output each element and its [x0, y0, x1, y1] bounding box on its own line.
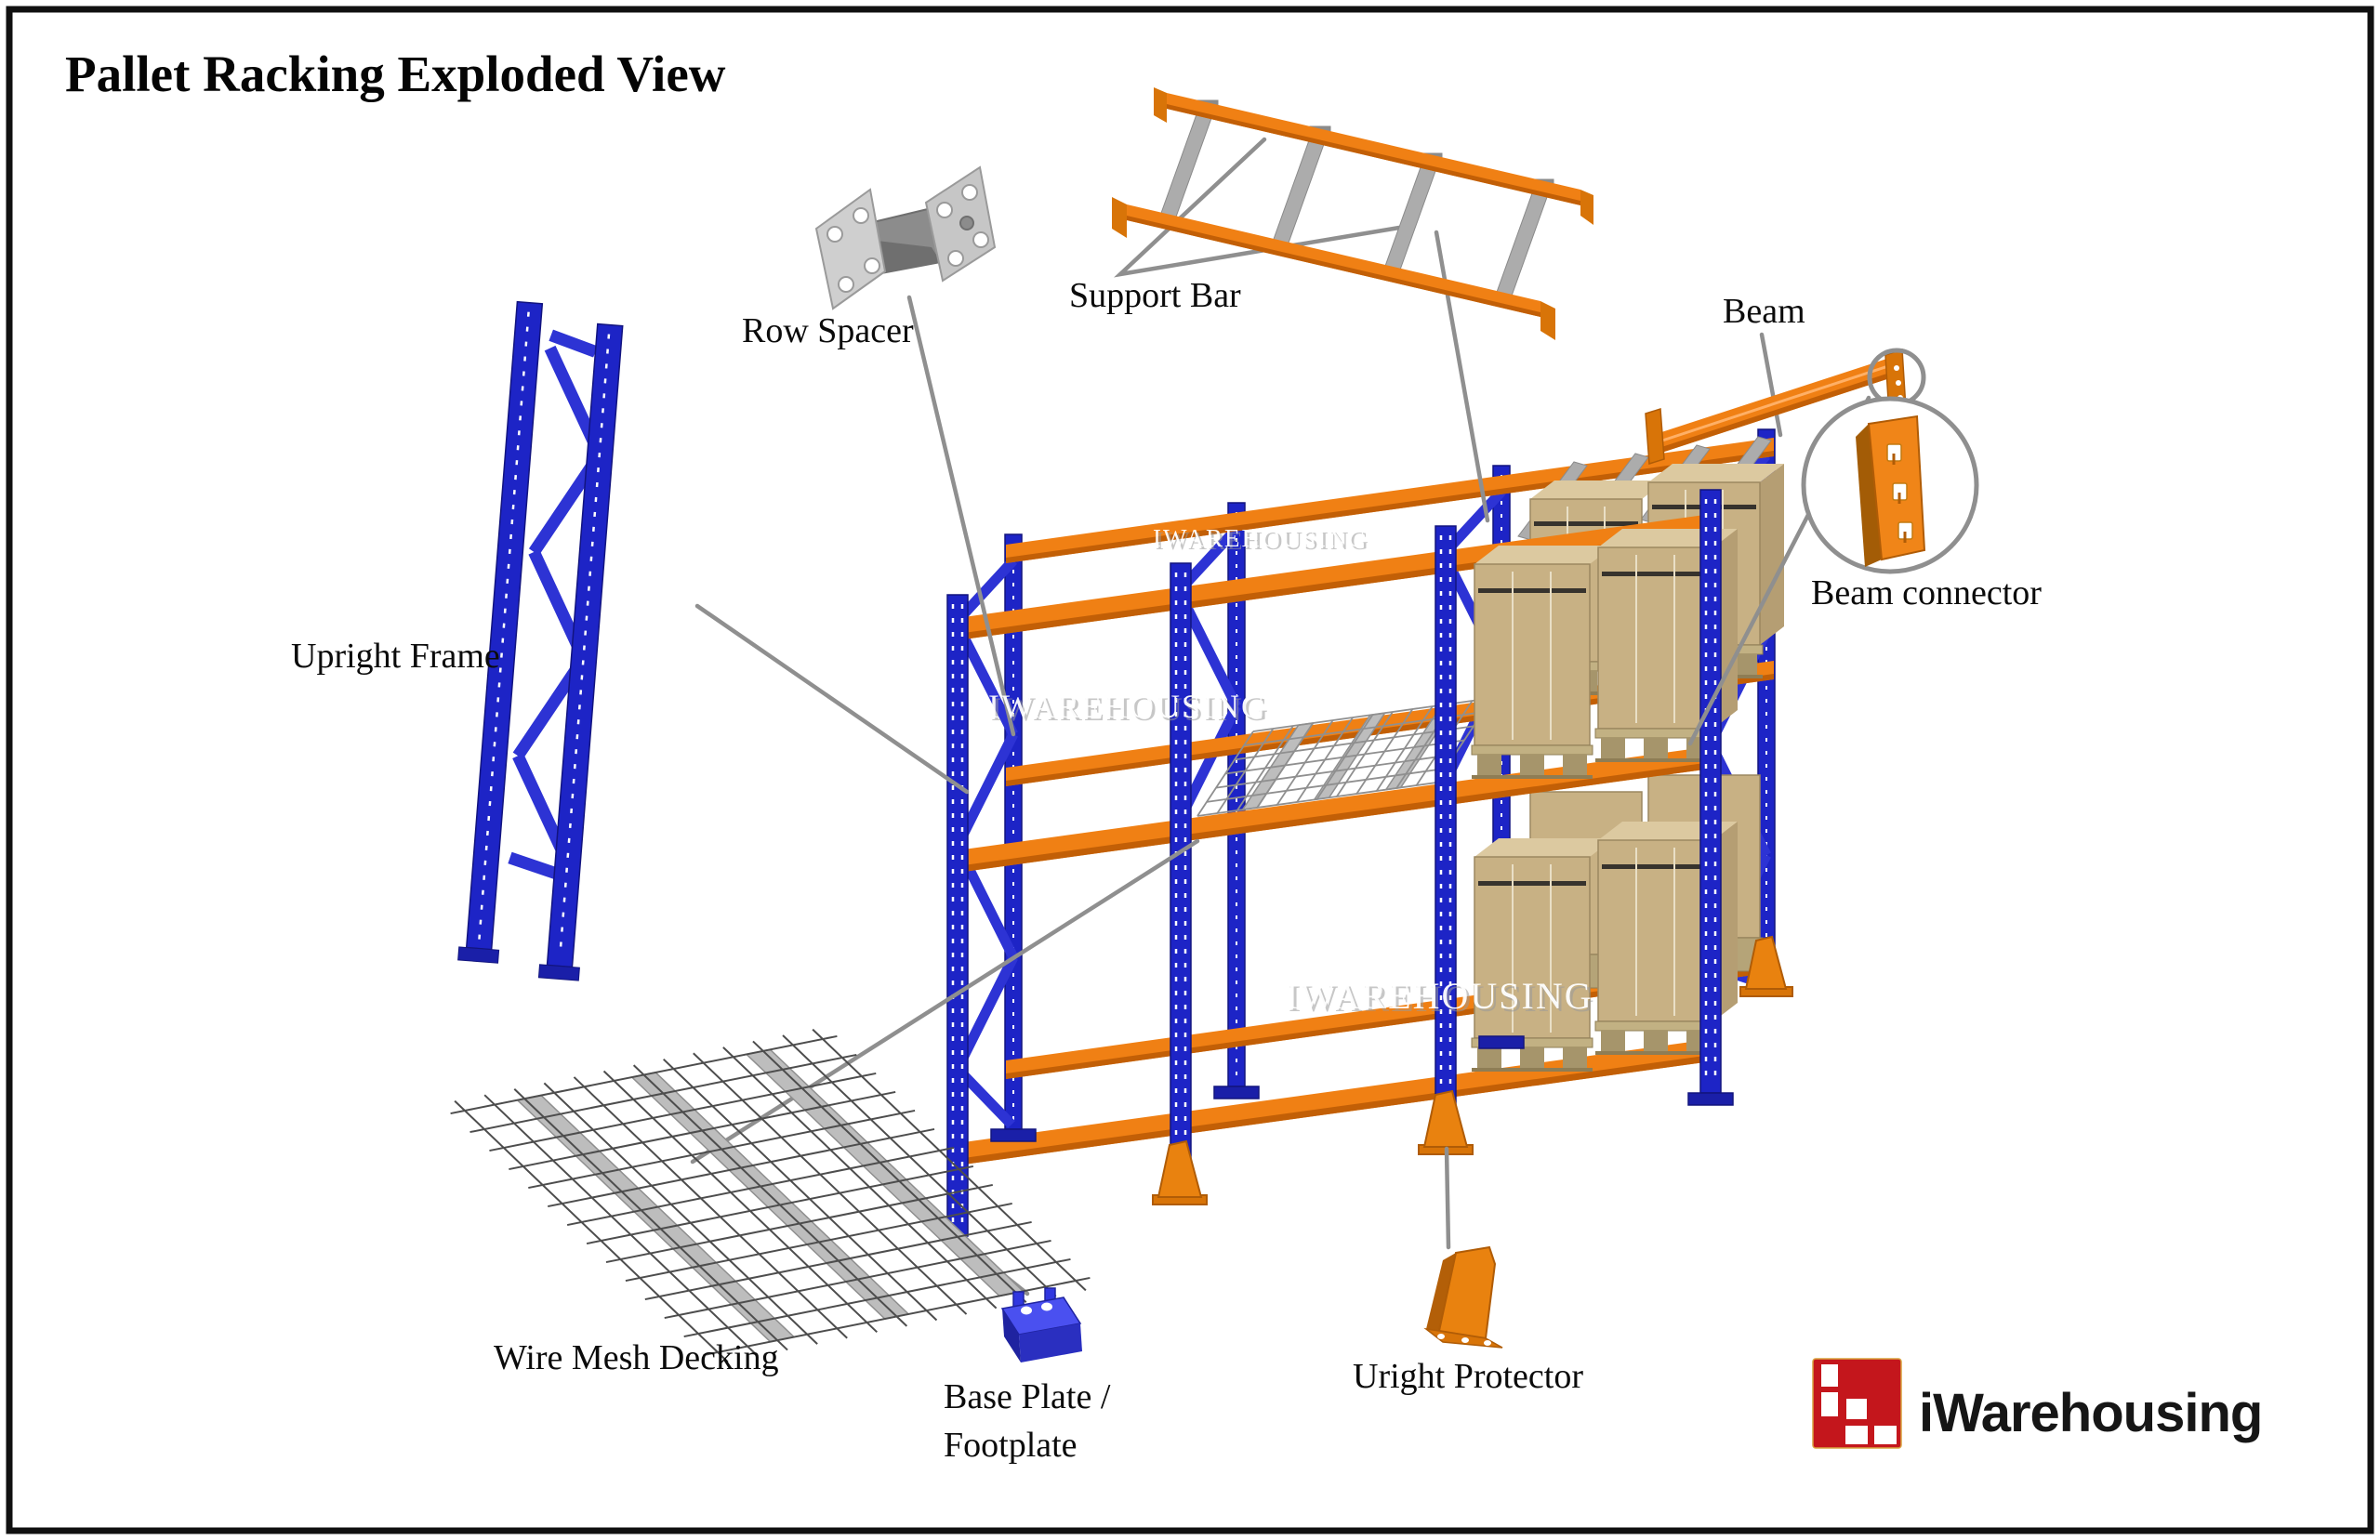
mesh-wire — [513, 1088, 788, 1351]
mesh-wire — [489, 1072, 877, 1152]
mesh-wire — [548, 1127, 935, 1208]
watermark: IWAREHOUSING — [1156, 527, 1370, 555]
mesh-wire — [1197, 782, 1437, 817]
label-beam: Beam — [1723, 292, 1805, 331]
mesh-wire — [450, 1034, 838, 1115]
mesh-wire — [586, 1165, 974, 1245]
mesh-wire — [693, 1052, 968, 1315]
beam-component — [1645, 348, 1907, 465]
mesh-wire — [1234, 725, 1474, 761]
mesh-wire — [1206, 767, 1447, 803]
rack-front-upright-perforations — [951, 499, 1717, 1227]
watermark: IWAREHOUSING — [991, 691, 1270, 728]
mesh-wire — [573, 1076, 848, 1339]
mesh-wire — [543, 1082, 818, 1345]
pallet-box-unit — [1471, 546, 1614, 779]
mesh-wire — [752, 1040, 1027, 1303]
mesh-wire — [469, 1053, 857, 1134]
upright-protector-component — [1423, 1245, 1503, 1349]
mesh-wire — [664, 1239, 1051, 1320]
label-base-plate-line2: Footplate — [944, 1426, 1078, 1465]
leader-row-spacer — [906, 295, 1016, 737]
label-beam-connector: Beam connector — [1811, 573, 2042, 612]
label-base-plate-line1: Base Plate / — [944, 1377, 1111, 1416]
leader-upright-protector — [1444, 1146, 1451, 1250]
watermarks: IWAREHOUSING IWAREHOUSING IWAREHOUSING I… — [988, 524, 1596, 1020]
mesh-wire — [782, 1034, 1057, 1297]
rack-front-boxes-lower — [1471, 822, 1738, 1072]
mesh-wire — [663, 1058, 938, 1322]
label-upright-frame: Upright Frame — [291, 637, 500, 676]
leader-beam — [1759, 332, 1783, 438]
wire-mesh-decking-component — [450, 1028, 1091, 1363]
leader-support-bar — [1114, 137, 1402, 278]
logo-text: iWarehousing — [1919, 1383, 2262, 1443]
upright-frame-component — [457, 300, 624, 981]
rack-base-plates — [990, 1035, 1734, 1142]
label-support-bar: Support Bar — [1069, 276, 1241, 315]
support-bar-component — [1112, 87, 1593, 340]
pallet-rack-assembly — [946, 428, 1793, 1237]
mesh-wire — [483, 1094, 759, 1357]
watermark: IWAREHOUSING — [1289, 978, 1596, 1020]
mesh-wire — [528, 1109, 916, 1190]
watermark: IWAREHOUSING — [1153, 524, 1368, 552]
watermark: IWAREHOUSING — [1286, 975, 1593, 1017]
mesh-wire — [625, 1202, 1012, 1283]
base-plate-component — [1000, 1287, 1082, 1362]
rack-front-boxes-upper — [1471, 529, 1738, 779]
mesh-wire — [1224, 739, 1465, 775]
mesh-wire — [454, 1099, 729, 1363]
mesh-wire — [632, 1064, 908, 1327]
page-title: Pallet Racking Exploded View — [65, 46, 726, 102]
label-row-spacer: Row Spacer — [742, 311, 914, 350]
mesh-wire — [683, 1257, 1071, 1338]
mesh-wire — [703, 1276, 1091, 1357]
beam-connector-plate — [1856, 415, 1926, 567]
mesh-wire — [644, 1220, 1032, 1301]
mesh-wire — [812, 1028, 1087, 1292]
beam-connector-detail — [1801, 348, 1979, 574]
label-wire-mesh-decking: Wire Mesh Decking — [494, 1338, 779, 1377]
pallet-box-unit — [1471, 838, 1614, 1072]
mesh-wire — [602, 1070, 878, 1334]
iwarehousing-logo: iWarehousing — [1812, 1358, 2263, 1449]
mesh-wire — [566, 1146, 955, 1227]
mesh-wire — [1215, 753, 1456, 789]
mesh-wire — [722, 1046, 998, 1310]
mesh-wire — [605, 1183, 993, 1264]
mesh-wire — [509, 1090, 896, 1171]
leader-wire-mesh — [690, 838, 1200, 1165]
row-spacer-component — [814, 165, 997, 310]
label-upright-protector: Uright Protector — [1353, 1357, 1583, 1396]
leader-upright-frame — [694, 603, 970, 795]
watermark: IWAREHOUSING — [988, 688, 1267, 725]
